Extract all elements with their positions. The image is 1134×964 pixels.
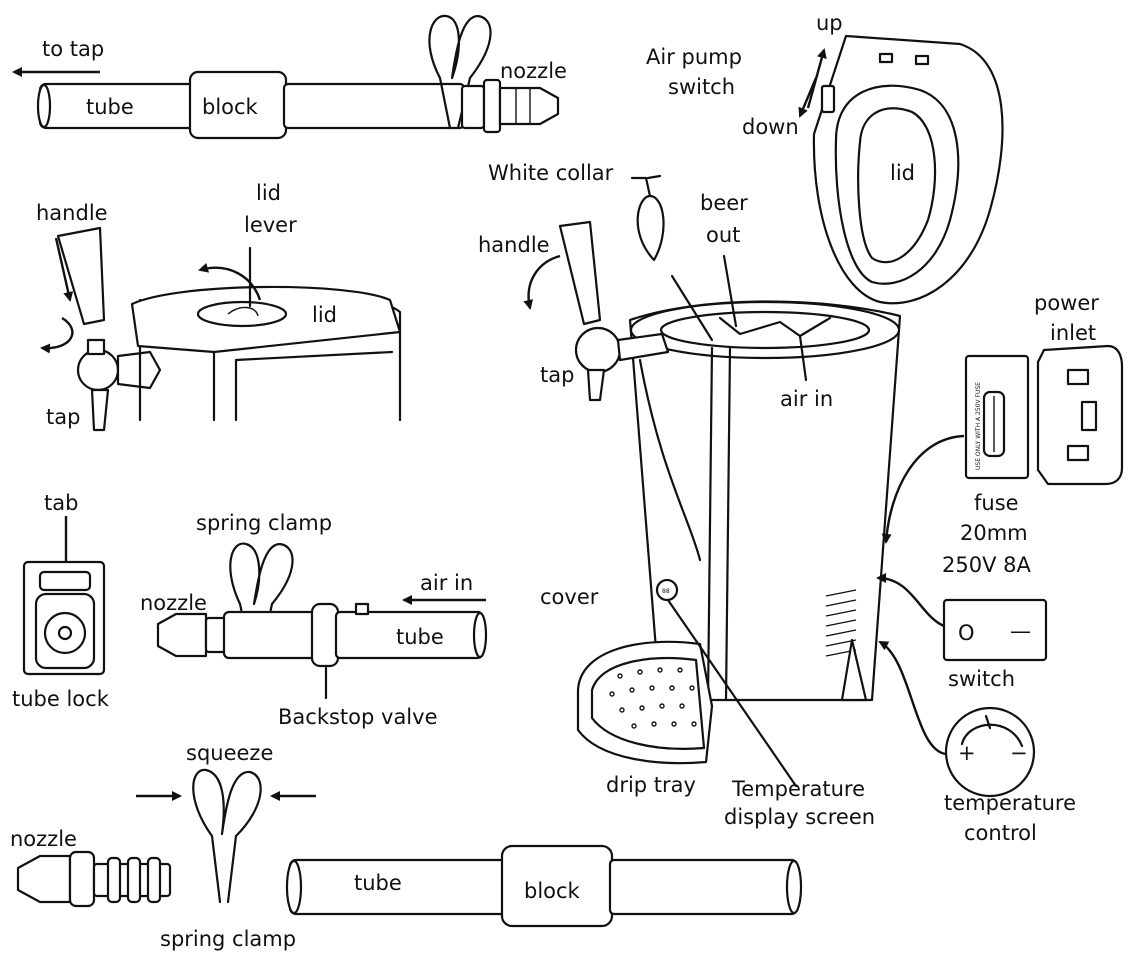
dispenser-body: [628, 300, 902, 702]
switch-label: switch: [948, 667, 1015, 691]
bottom-tube-label: tube: [354, 871, 402, 895]
mid-tube-assembly: [156, 542, 488, 700]
lid-lever-label-1: lid: [256, 181, 281, 205]
tube-lock-tab: [38, 570, 92, 592]
fuse-label-3: 250V 8A: [942, 553, 1031, 577]
beer-out-label-2: out: [706, 223, 740, 247]
drip-tray-holes: [609, 667, 697, 729]
switch-off-mark: —: [1010, 619, 1031, 643]
temperature-display-label-2: display screen: [724, 805, 875, 829]
up-label: up: [816, 11, 843, 35]
white-collar: [630, 174, 665, 262]
top-tube-assembly: [12, 14, 560, 140]
left-tap: [76, 348, 120, 392]
left-handle: [56, 226, 106, 326]
mid-spring-clamp-label: spring clamp: [196, 511, 332, 535]
top-block-label: block: [202, 95, 259, 119]
beer-out-pipe: [718, 316, 832, 338]
top-spring-clamp: [428, 14, 492, 130]
white-collar-label: White collar: [488, 161, 614, 185]
air-in-main-label: air in: [780, 387, 833, 411]
beer-out-label-1: beer: [700, 191, 748, 215]
bottom-tube-assembly: [16, 768, 803, 928]
power-inlet-label-2: inlet: [1050, 321, 1096, 345]
bottom-block-label: block: [524, 879, 581, 903]
fuse-label-2: 20mm: [960, 521, 1028, 545]
switch-on-mark: O: [958, 621, 975, 645]
main-tap: [574, 326, 622, 374]
air-pump-switch-label-1: Air pump: [646, 45, 742, 69]
mid-tube-label: tube: [396, 625, 444, 649]
squeeze-label: squeeze: [186, 741, 273, 765]
open-lid: [812, 34, 1004, 305]
left-tap-label: tap: [46, 405, 80, 429]
mid-nozzle-label: nozzle: [140, 591, 207, 615]
cover-label: cover: [540, 585, 599, 609]
to-tap-label: to tap: [42, 37, 104, 61]
main-handle: [558, 220, 602, 326]
power-inlet-label-1: power: [1034, 291, 1099, 315]
mid-spring-clamp: [229, 542, 294, 652]
drip-tray-cover: [590, 657, 706, 750]
top-tube-right: [282, 82, 466, 130]
temperature-display-label-1: Temperature: [731, 777, 865, 801]
temperature-control-label-1: temperature: [944, 791, 1076, 815]
lid-lever-label-2: lever: [244, 213, 297, 237]
open-lid-label: lid: [890, 161, 915, 185]
top-tube-label: tube: [86, 95, 134, 119]
top-nozzle: [498, 86, 560, 126]
temperature-control-label-2: control: [964, 821, 1037, 845]
main-handle-label: handle: [478, 233, 550, 257]
top-nozzle-label: nozzle: [500, 59, 567, 83]
bottom-nozzle: [16, 854, 72, 904]
drip-tray-label: drip tray: [606, 773, 696, 797]
air-pump-switch-label-2: switch: [668, 75, 735, 99]
bottom-tube-right: [608, 858, 798, 916]
lid-lever-detail: [40, 226, 402, 432]
bottom-spring-clamp: [192, 768, 262, 904]
temp-plus-mark: +: [958, 741, 976, 765]
left-handle-label: handle: [36, 201, 108, 225]
fuse-label-1: fuse: [974, 491, 1019, 515]
fuse-print-text: USE ONLY WITH A 250V FUSE: [975, 382, 982, 470]
bottom-spring-clamp-label: spring clamp: [160, 927, 296, 951]
backstop-valve-label: Backstop valve: [278, 705, 438, 729]
display-digits: 88: [662, 588, 670, 595]
temperature-control-dial[interactable]: [944, 706, 1036, 798]
backstop-valve: [310, 602, 340, 668]
air-pump-switch: [820, 84, 836, 114]
air-in-mid-label: air in: [420, 571, 473, 595]
tube-lock-label: tube lock: [12, 687, 110, 711]
lid-lever: [196, 300, 288, 328]
mid-nozzle: [156, 612, 208, 658]
power-inlet: [1036, 344, 1124, 486]
main-tap-label: tap: [540, 363, 574, 387]
left-lid-label: lid: [312, 303, 337, 327]
temp-minus-mark: −: [1010, 741, 1028, 765]
down-label: down: [742, 115, 799, 139]
bottom-nozzle-label: nozzle: [10, 827, 77, 851]
power-panel: [876, 344, 1124, 798]
power-switch[interactable]: [942, 598, 1048, 662]
tube-lock-detail: [22, 516, 106, 676]
tab-label: tab: [44, 491, 78, 515]
main-dispenser: [523, 34, 1004, 788]
